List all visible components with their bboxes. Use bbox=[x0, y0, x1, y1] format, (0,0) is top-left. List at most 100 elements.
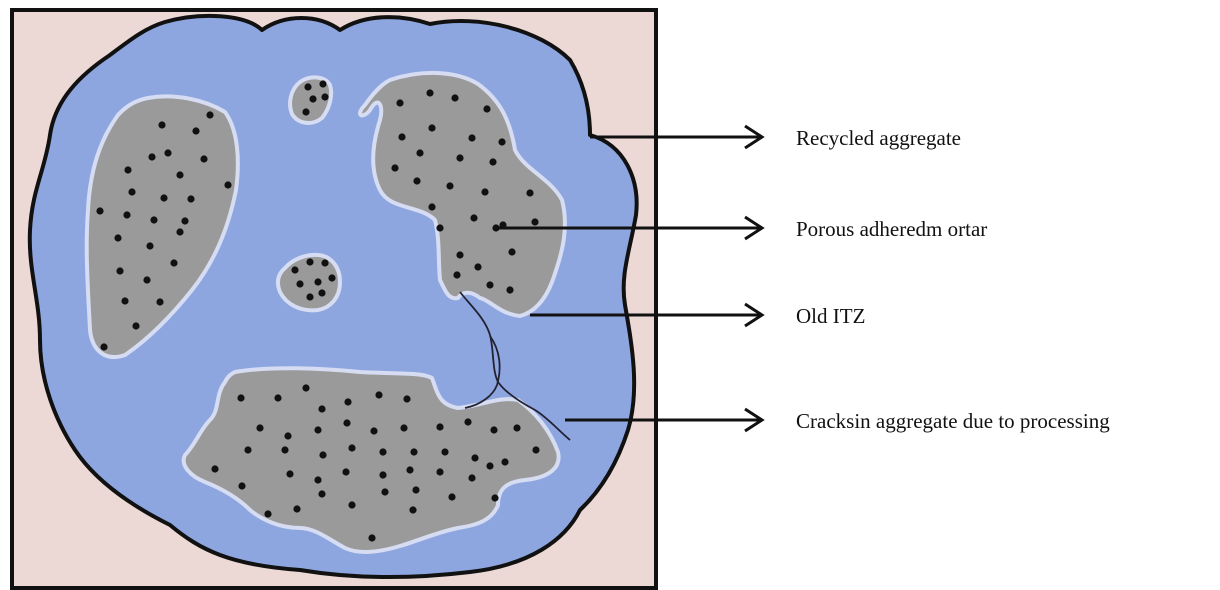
pore-dot bbox=[264, 510, 271, 517]
pore-dot bbox=[490, 426, 497, 433]
pore-dot bbox=[321, 259, 328, 266]
pore-dot bbox=[284, 432, 291, 439]
pore-dot bbox=[328, 274, 335, 281]
pore-dot bbox=[409, 506, 416, 513]
pore-dot bbox=[501, 458, 508, 465]
pore-dot bbox=[451, 94, 458, 101]
pore-dot bbox=[428, 124, 435, 131]
pore-dot bbox=[375, 391, 382, 398]
pore-dot bbox=[489, 158, 496, 165]
pore-dot bbox=[318, 289, 325, 296]
pore-dot bbox=[508, 248, 515, 255]
pore-dot bbox=[158, 121, 165, 128]
pore-dot bbox=[192, 127, 199, 134]
pore-dot bbox=[238, 482, 245, 489]
pore-dot bbox=[314, 476, 321, 483]
pore-dot bbox=[176, 228, 183, 235]
pore-dot bbox=[342, 468, 349, 475]
pore-dot bbox=[170, 259, 177, 266]
pore-dot bbox=[481, 188, 488, 195]
pore-dot bbox=[470, 214, 477, 221]
pore-dot bbox=[400, 424, 407, 431]
pore-dot bbox=[286, 470, 293, 477]
pore-dot bbox=[200, 155, 207, 162]
pore-dot bbox=[391, 164, 398, 171]
pore-dot bbox=[456, 251, 463, 258]
pore-dot bbox=[474, 263, 481, 270]
pore-dot bbox=[116, 267, 123, 274]
pore-dot bbox=[206, 111, 213, 118]
pore-dot bbox=[413, 177, 420, 184]
pore-dot bbox=[379, 471, 386, 478]
pore-dot bbox=[318, 490, 325, 497]
label-old-itz: Old ITZ bbox=[796, 304, 865, 328]
pore-dot bbox=[428, 203, 435, 210]
label-porous-mortar: Porous adheredm ortar bbox=[796, 217, 987, 241]
pore-dot bbox=[381, 488, 388, 495]
pore-dot bbox=[306, 258, 313, 265]
pore-dot bbox=[314, 426, 321, 433]
pore-dot bbox=[306, 293, 313, 300]
pore-dot bbox=[309, 95, 316, 102]
pore-dot bbox=[224, 181, 231, 188]
pore-dot bbox=[448, 493, 455, 500]
pore-dot bbox=[256, 424, 263, 431]
pore-dot bbox=[123, 211, 130, 218]
pore-dot bbox=[486, 462, 493, 469]
pore-dot bbox=[468, 134, 475, 141]
pore-dot bbox=[456, 154, 463, 161]
pore-dot bbox=[302, 108, 309, 115]
pore-dot bbox=[526, 189, 533, 196]
pore-dot bbox=[403, 395, 410, 402]
pore-dot bbox=[150, 216, 157, 223]
pore-dot bbox=[160, 194, 167, 201]
pore-dot bbox=[124, 166, 131, 173]
pore-dot bbox=[114, 234, 121, 241]
pore-dot bbox=[321, 93, 328, 100]
pore-dot bbox=[244, 446, 251, 453]
pore-dot bbox=[343, 419, 350, 426]
pore-dot bbox=[302, 384, 309, 391]
pore-dot bbox=[348, 501, 355, 508]
pore-dot bbox=[296, 280, 303, 287]
pore-dot bbox=[410, 448, 417, 455]
pore-dot bbox=[319, 451, 326, 458]
pore-dot bbox=[396, 99, 403, 106]
pore-dot bbox=[446, 182, 453, 189]
pore-dot bbox=[532, 446, 539, 453]
pore-dot bbox=[531, 218, 538, 225]
label-recycled-aggregate: Recycled aggregate bbox=[796, 126, 961, 150]
label-cracks: Cracksin aggregate due to processing bbox=[796, 409, 1110, 433]
pore-dot bbox=[128, 188, 135, 195]
pore-dot bbox=[100, 343, 107, 350]
pore-dot bbox=[281, 446, 288, 453]
pore-dot bbox=[304, 83, 311, 90]
pore-dot bbox=[406, 466, 413, 473]
pore-dot bbox=[164, 149, 171, 156]
pore-dot bbox=[441, 448, 448, 455]
pore-dot bbox=[319, 80, 326, 87]
pore-dot bbox=[398, 133, 405, 140]
pore-dot bbox=[132, 322, 139, 329]
pore-dot bbox=[121, 297, 128, 304]
pore-dot bbox=[368, 534, 375, 541]
pore-dot bbox=[146, 242, 153, 249]
pore-dot bbox=[464, 418, 471, 425]
pore-dot bbox=[412, 486, 419, 493]
pore-dot bbox=[513, 424, 520, 431]
pore-dot bbox=[96, 207, 103, 214]
pore-dot bbox=[314, 278, 321, 285]
pore-dot bbox=[291, 266, 298, 273]
pore-dot bbox=[348, 444, 355, 451]
pore-dot bbox=[379, 448, 386, 455]
pore-dot bbox=[453, 271, 460, 278]
pore-dot bbox=[491, 494, 498, 501]
pore-dot bbox=[436, 468, 443, 475]
pore-dot bbox=[416, 149, 423, 156]
pore-dot bbox=[237, 394, 244, 401]
pore-dot bbox=[148, 153, 155, 160]
pore-dot bbox=[498, 138, 505, 145]
pore-dot bbox=[211, 465, 218, 472]
pore-dot bbox=[486, 281, 493, 288]
